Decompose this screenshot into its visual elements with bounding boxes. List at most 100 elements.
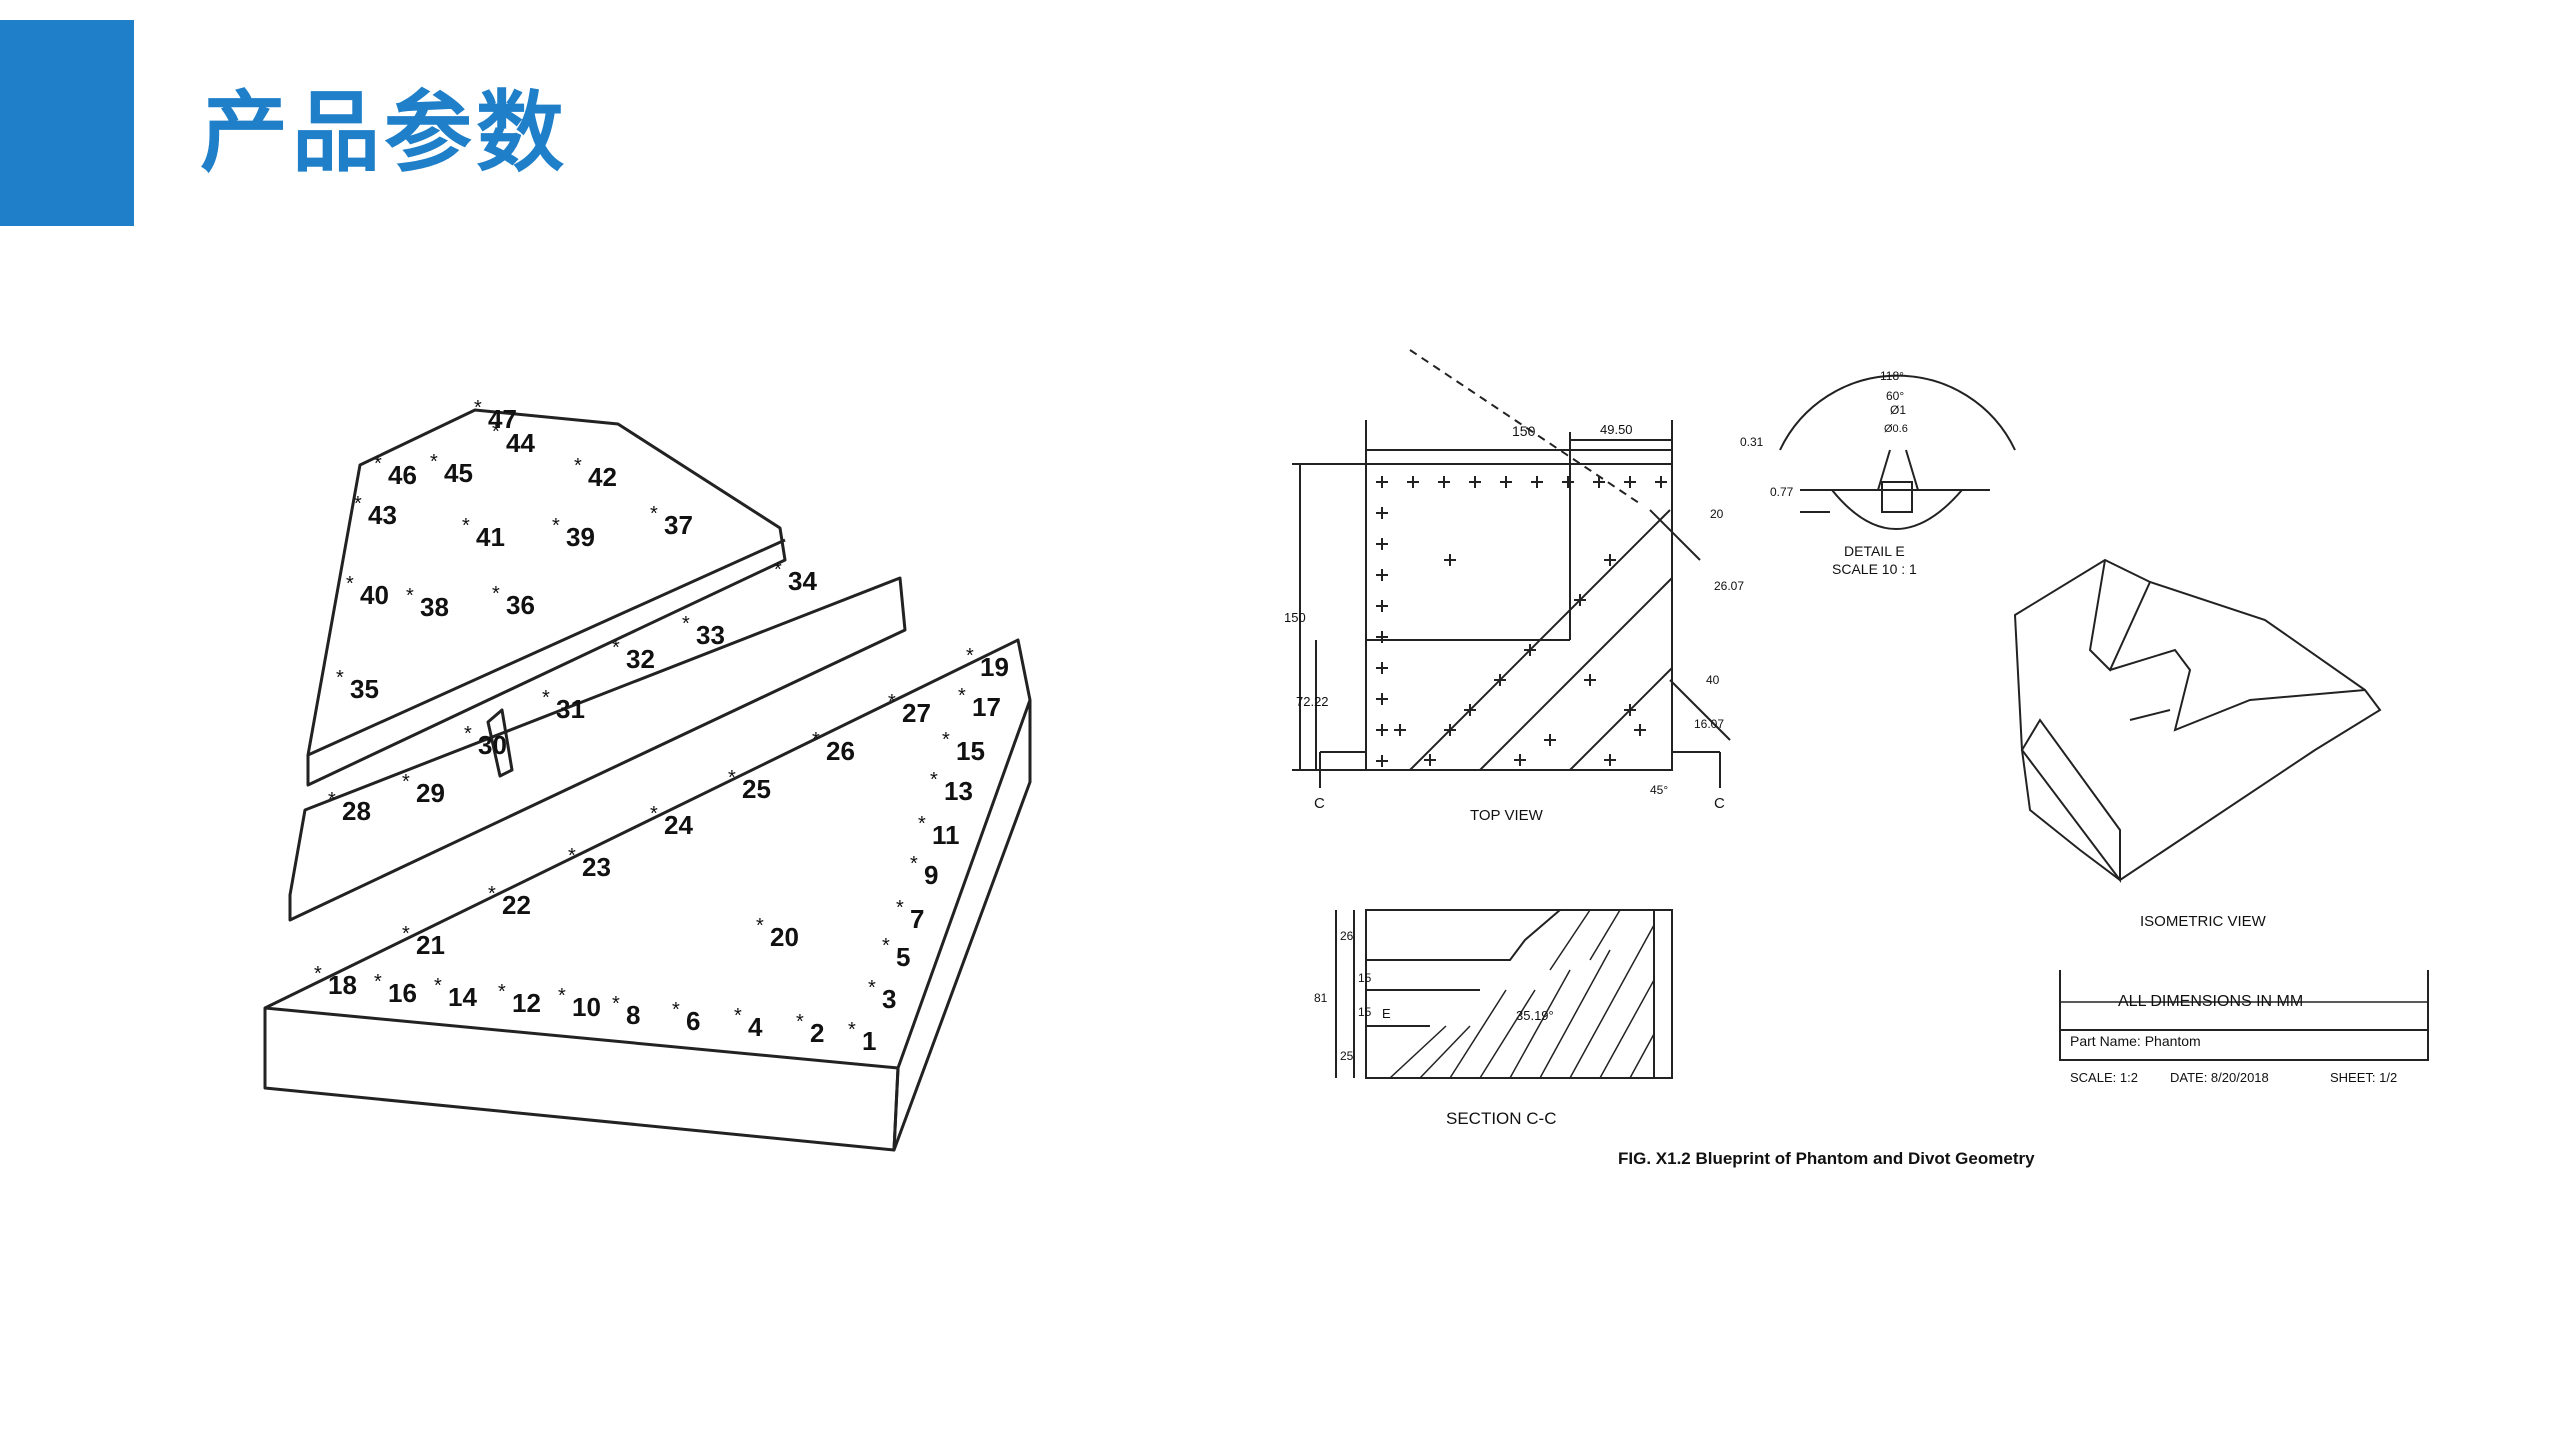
point-label-34: 34 xyxy=(788,566,817,596)
point-marker-23: * xyxy=(568,845,576,867)
point-marker-30: * xyxy=(464,723,472,745)
sheet-label: SHEET: 1/2 xyxy=(2330,1070,2397,1085)
point-label-47: 47 xyxy=(488,404,517,434)
small-isometric xyxy=(2013,558,2382,882)
blueprint-point-mark xyxy=(1544,734,1556,746)
blueprint-point-mark xyxy=(1531,476,1543,488)
point-label-42: 42 xyxy=(588,462,617,492)
blueprint-point-mark xyxy=(1494,674,1506,686)
detail-d06: Ø0.6 xyxy=(1884,423,1908,435)
blueprint-point-mark xyxy=(1604,754,1616,766)
point-marker-36: * xyxy=(492,583,500,605)
point-label-11: 11 xyxy=(932,820,960,850)
detail-60: 60° xyxy=(1886,389,1904,403)
point-label-23: 23 xyxy=(582,852,611,882)
blueprint-point-mark xyxy=(1604,554,1616,566)
point-label-43: 43 xyxy=(368,500,397,530)
blueprint-point-mark xyxy=(1624,476,1636,488)
point-label-1: 1 xyxy=(862,1026,876,1056)
point-label-37: 37 xyxy=(664,510,693,540)
point-label-20: 20 xyxy=(770,922,799,952)
point-label-4: 4 xyxy=(748,1012,763,1042)
section-c-right: C xyxy=(1714,795,1725,812)
sec-26: 26 xyxy=(1340,929,1354,943)
figure-caption: FIG. X1.2 Blueprint of Phantom and Divot… xyxy=(1618,1149,2035,1168)
iso-view-label: ISOMETRIC VIEW xyxy=(2140,913,2267,930)
detail-d1: Ø1 xyxy=(1890,403,1906,417)
point-label-40: 40 xyxy=(360,580,389,610)
point-label-15: 15 xyxy=(956,736,985,766)
point-marker-10: * xyxy=(558,985,566,1007)
part-name: Part Name: Phantom xyxy=(2070,1033,2201,1049)
point-marker-8: * xyxy=(612,993,620,1015)
point-marker-28: * xyxy=(328,789,336,811)
dim-20: 20 xyxy=(1710,507,1724,521)
sec-15a: 15 xyxy=(1358,971,1372,985)
point-label-25: 25 xyxy=(742,774,771,804)
point-label-10: 10 xyxy=(572,992,601,1022)
point-marker-6: * xyxy=(672,999,680,1021)
point-label-13: 13 xyxy=(944,776,973,806)
dim-2607: 26.07 xyxy=(1714,579,1744,593)
title-block xyxy=(2059,1029,2429,1061)
point-marker-29: * xyxy=(402,771,410,793)
sec-e: E xyxy=(1382,1006,1391,1021)
blueprint-point-mark xyxy=(1634,724,1646,736)
phantom-point-labels: *1*2*3*4*5*6*7*8*9*10*11*12*13*14*15*16*… xyxy=(314,397,1009,1056)
blueprint-point-mark xyxy=(1584,674,1596,686)
point-label-41: 41 xyxy=(476,522,505,552)
point-label-27: 27 xyxy=(902,698,931,728)
point-marker-7: * xyxy=(896,897,904,919)
point-label-30: 30 xyxy=(478,730,507,760)
point-marker-27: * xyxy=(888,691,896,713)
section-cc xyxy=(1365,909,1673,1079)
detail-scale: SCALE 10 : 1 xyxy=(1832,561,1917,577)
point-marker-13: * xyxy=(930,769,938,791)
dim-40: 40 xyxy=(1706,673,1720,687)
point-marker-4: * xyxy=(734,1005,742,1027)
point-marker-26: * xyxy=(812,729,820,751)
date-label: DATE: 8/20/2018 xyxy=(2170,1070,2269,1085)
sec-angle: 35.19° xyxy=(1516,1008,1554,1023)
point-marker-45: * xyxy=(430,451,438,473)
point-label-39: 39 xyxy=(566,522,595,552)
blueprint-drawing: 150 49.50 150 72.22 20 26.07 40 16.07 45… xyxy=(1284,349,2429,1168)
point-label-22: 22 xyxy=(502,890,531,920)
point-marker-46: * xyxy=(374,453,382,475)
point-label-38: 38 xyxy=(420,592,449,622)
point-label-44: 44 xyxy=(506,428,535,458)
point-label-7: 7 xyxy=(910,904,924,934)
point-label-3: 3 xyxy=(882,984,896,1014)
detail-031: 0.31 xyxy=(1740,435,1764,449)
blueprint-point-mark xyxy=(1464,704,1476,716)
point-label-8: 8 xyxy=(626,1000,640,1030)
point-label-46: 46 xyxy=(388,460,417,490)
point-marker-22: * xyxy=(488,883,496,905)
point-marker-17: * xyxy=(958,685,966,707)
point-marker-3: * xyxy=(868,977,876,999)
point-label-31: 31 xyxy=(556,694,585,724)
detail-e-divot xyxy=(1829,489,1965,530)
page-title: 产品参数 xyxy=(200,80,569,184)
sec-81: 81 xyxy=(1314,991,1328,1005)
point-marker-21: * xyxy=(402,923,410,945)
point-marker-44: * xyxy=(492,421,500,443)
blueprint-point-mark xyxy=(1376,476,1388,488)
point-label-6: 6 xyxy=(686,1006,700,1036)
point-label-19: 19 xyxy=(980,652,1009,682)
point-marker-15: * xyxy=(942,729,950,751)
point-marker-12: * xyxy=(498,981,506,1003)
point-marker-2: * xyxy=(796,1011,804,1033)
blueprint-point-mark xyxy=(1514,754,1526,766)
point-marker-20: * xyxy=(756,915,764,937)
blueprint-point-mark xyxy=(1376,569,1388,581)
point-marker-16: * xyxy=(374,971,382,993)
blueprint-point-mark xyxy=(1444,554,1456,566)
top-view-square xyxy=(1365,463,1673,771)
section-c-left: C xyxy=(1314,795,1325,812)
blueprint-point-mark xyxy=(1574,594,1586,606)
point-label-29: 29 xyxy=(416,778,445,808)
accent-block xyxy=(0,20,134,226)
dim-150-left: 150 xyxy=(1284,610,1306,625)
scale-label: SCALE: 1:2 xyxy=(2070,1070,2138,1085)
